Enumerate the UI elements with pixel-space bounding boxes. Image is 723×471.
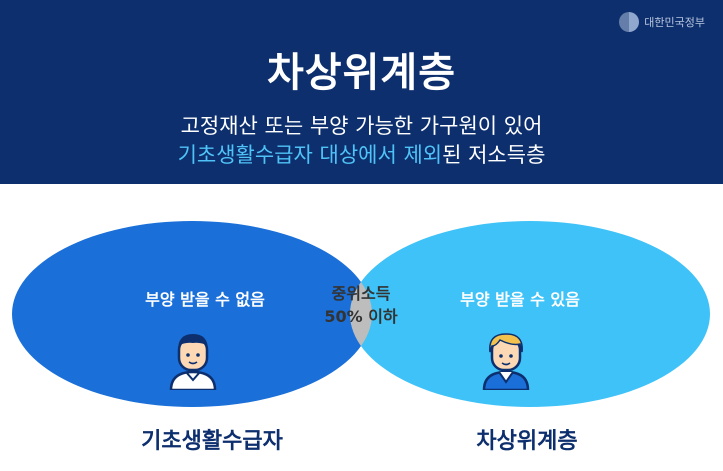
right-circle	[350, 221, 710, 407]
right-circle-label: 부양 받을 수 있음	[460, 290, 580, 309]
government-emblem-icon	[619, 12, 640, 32]
page-title: 차상위계층	[267, 50, 456, 96]
person-icon-recipient	[169, 334, 217, 390]
venn-shapes	[12, 221, 710, 407]
government-name: 대한민국정부	[644, 16, 705, 29]
overlap-label: 중위소득 50% 이하	[296, 282, 426, 328]
overlap-label-line-1: 중위소득	[331, 284, 391, 303]
left-circle-label: 부양 받을 수 없음	[145, 290, 265, 309]
venn-diagram: 부양 받을 수 없음 부양 받을 수 있음 중위소득 50% 이하 기초생활수급…	[0, 184, 723, 471]
near-poverty-group-label: 차상위계층	[476, 429, 578, 454]
subtitle-rest: 된 저소득층	[442, 143, 546, 167]
left-circle	[12, 221, 372, 407]
government-logo: 대한민국정부	[619, 12, 705, 32]
subtitle-line-1: 고정재산 또는 부양 가능한 가구원이 있어	[180, 114, 543, 138]
person-icon-near-poverty	[482, 333, 530, 390]
recipient-group-label: 기초생활수급자	[141, 429, 283, 454]
subtitle-line-2: 기초생활수급자 대상에서 제외된 저소득층	[0, 139, 723, 169]
overlap-label-line-2: 50% 이하	[324, 307, 398, 326]
header-banner: 대한민국정부 차상위계층 고정재산 또는 부양 가능한 가구원이 있어 기초생활…	[0, 0, 723, 184]
subtitle-highlight: 기초생활수급자 대상에서 제외	[177, 143, 443, 167]
